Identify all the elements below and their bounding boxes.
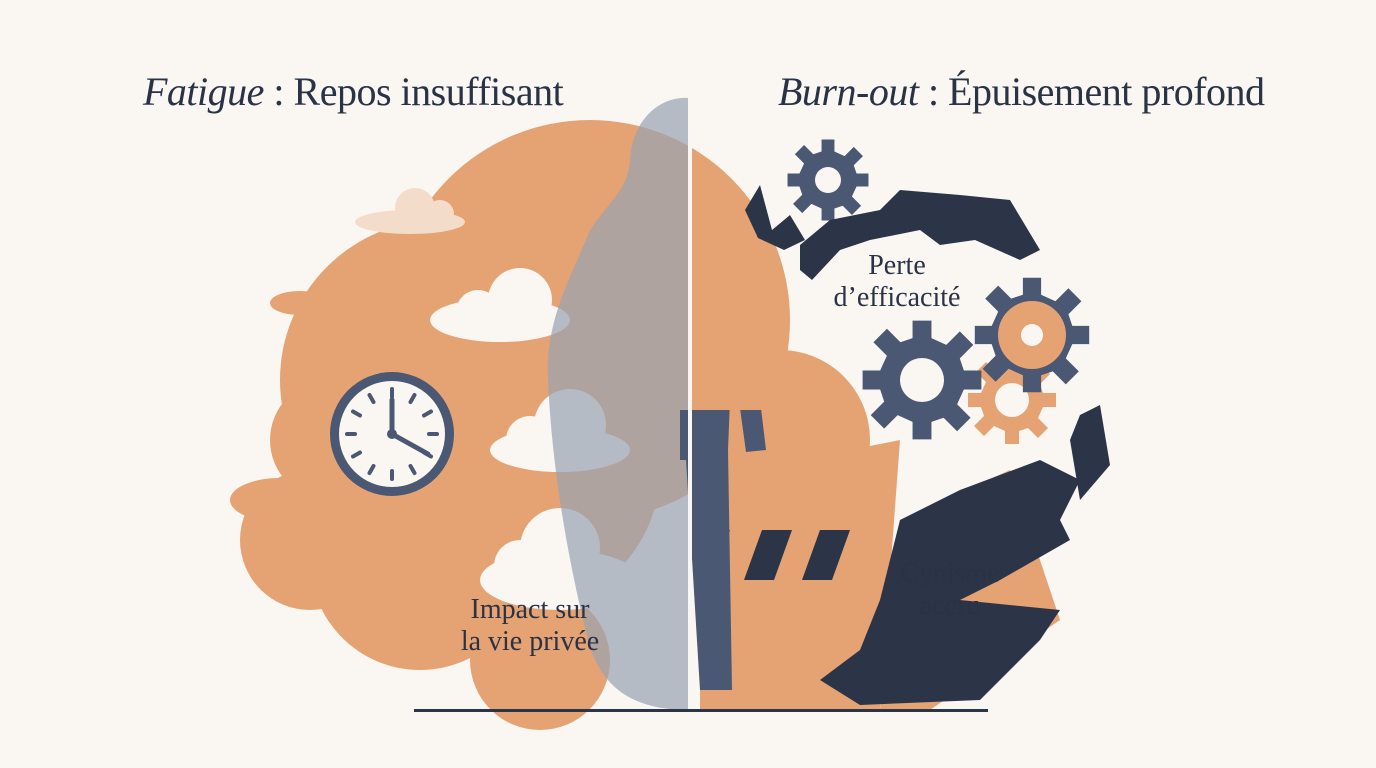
heading-burnout-term: Burn-out	[778, 69, 919, 114]
gear-icon	[974, 277, 1090, 393]
label-efficacite-line1: Perte	[868, 250, 926, 281]
label-perte-efficacite: Perte d’efficacité	[812, 250, 982, 314]
gear-icon	[862, 320, 982, 440]
broken-shard	[745, 185, 1110, 705]
label-cynisme-line2: accru	[919, 590, 981, 621]
heading-burnout-desc: : Épuisement profond	[918, 69, 1265, 114]
label-cynisme-accru: Cynisme accru	[870, 558, 1030, 622]
label-vie-line2: la vie privée	[460, 626, 600, 657]
heading-fatigue-term: Fatigue	[143, 69, 264, 114]
label-efficacite-line2: d’efficacité	[833, 282, 961, 313]
cloud-icon	[355, 188, 465, 234]
label-vie-line1: Impact sur	[470, 594, 590, 625]
heading-fatigue-desc: : Repos insuffisant	[263, 69, 564, 114]
gear-icon	[787, 139, 869, 221]
clock-icon	[330, 372, 454, 496]
center-divider	[688, 98, 692, 710]
heading-fatigue: Fatigue : Repos insuffisant	[143, 68, 564, 115]
ground-line	[414, 709, 988, 712]
mist-silhouette	[547, 97, 688, 711]
heading-burnout: Burn-out : Épuisement profond	[778, 68, 1265, 115]
label-impact-vie-privee: Impact sur la vie privée	[440, 594, 620, 658]
label-cynisme-line1: Cynisme	[900, 558, 1000, 589]
gear-icon	[968, 356, 1056, 444]
